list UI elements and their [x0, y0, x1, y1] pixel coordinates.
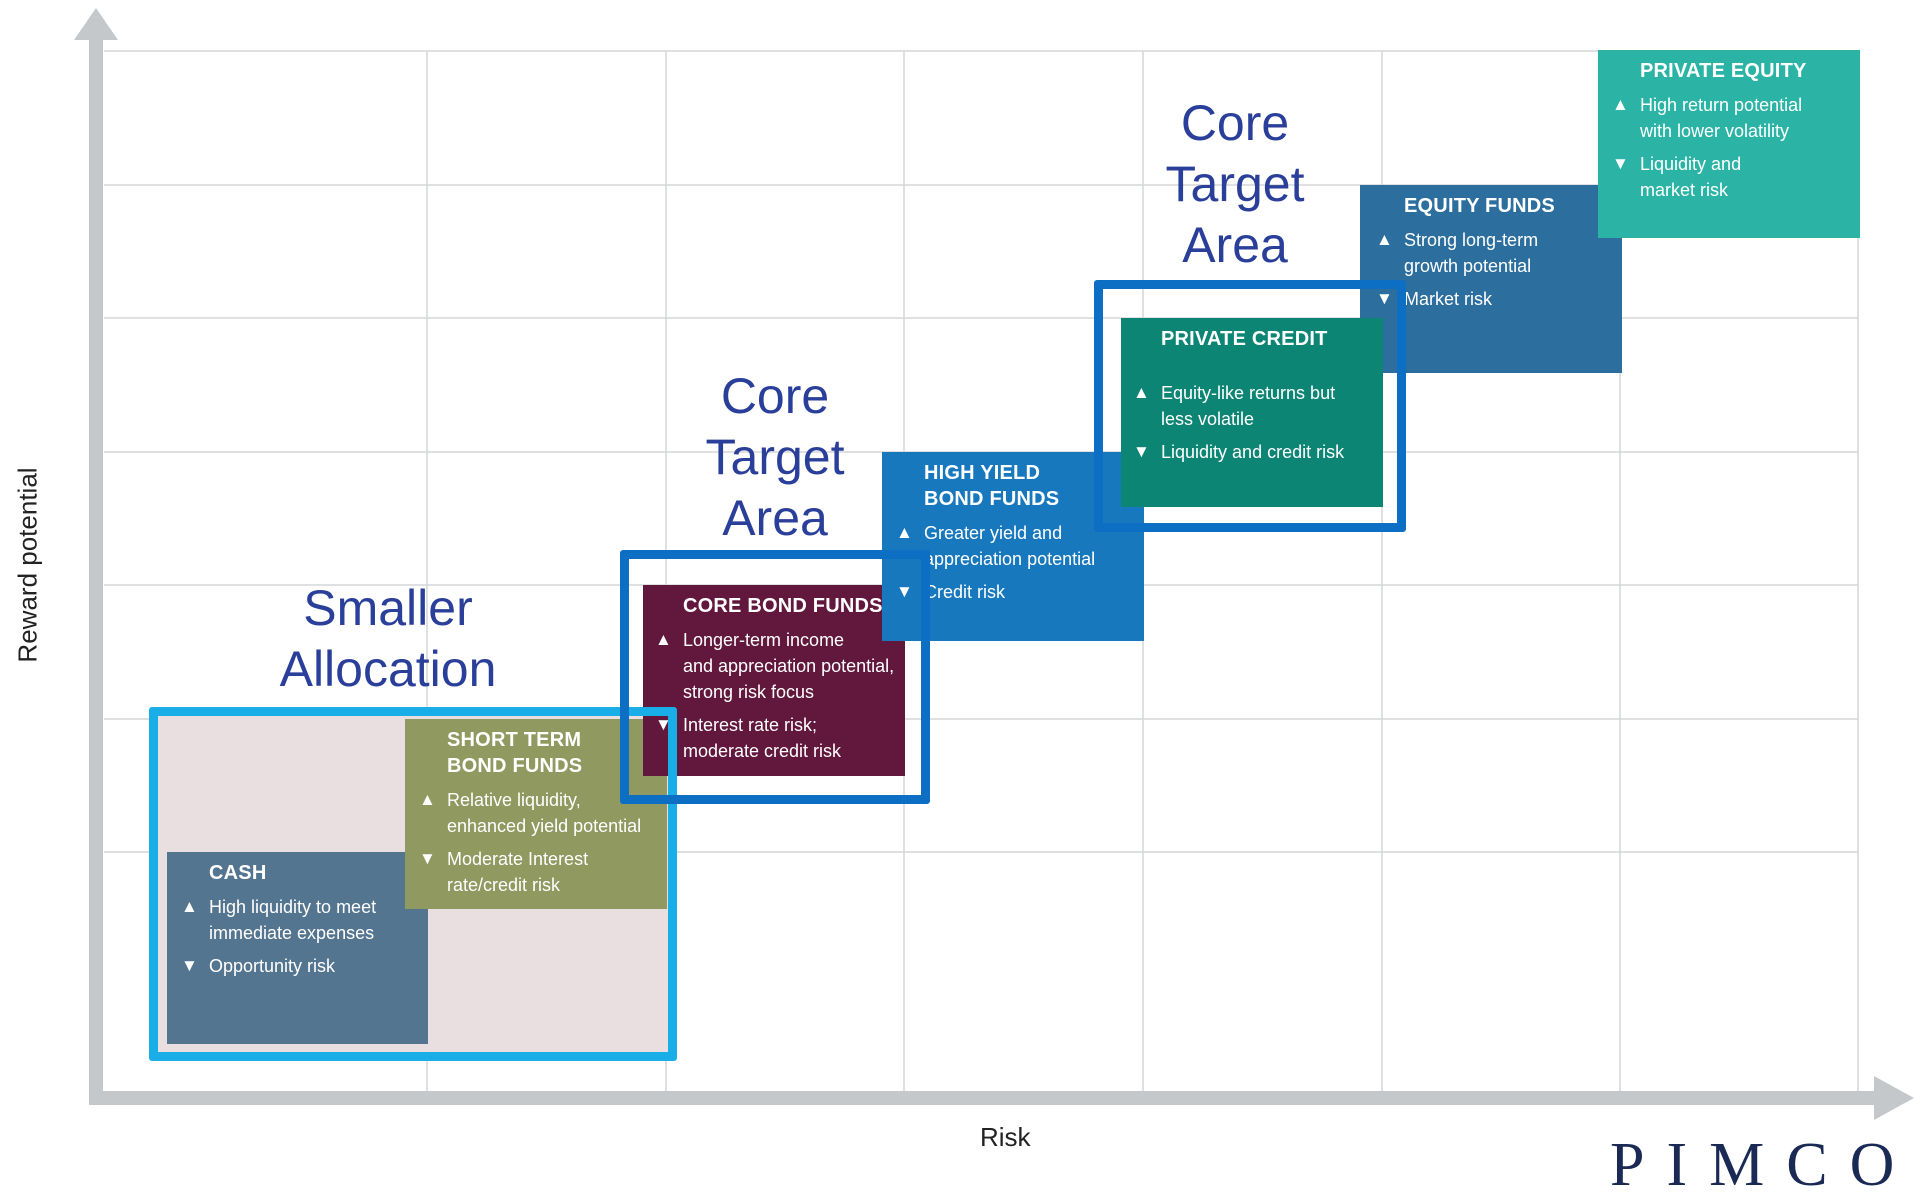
y-axis	[74, 8, 118, 1103]
risk-reward-diagram: CASH ▲ High liquidity to meet immediate …	[12, 8, 1914, 1199]
core-bond-benefit-line3: strong risk focus	[683, 682, 815, 702]
core-bond-risk-line1: Interest rate risk;	[683, 715, 818, 735]
private-equity-title: PRIVATE EQUITY	[1640, 60, 1807, 82]
smaller-allocation-label: Smaller Allocation	[238, 578, 538, 700]
up-triangle-icon: ▲	[1612, 95, 1629, 114]
core-target-right-line2: Target	[1165, 156, 1305, 212]
smaller-allocation-label-line2: Allocation	[279, 641, 497, 697]
cash-title: CASH	[209, 862, 267, 884]
smaller-allocation-frame	[149, 707, 677, 1061]
down-triangle-icon: ▼	[1612, 154, 1629, 173]
up-triangle-icon: ▲	[655, 630, 672, 649]
core-target-label-left: Core Target Area	[655, 366, 895, 549]
core-target-label-right: Core Target Area	[1115, 93, 1355, 276]
pimco-logo: PIMCO	[1610, 1131, 1914, 1199]
private-credit-benefit-line1: Equity-like returns but	[1161, 383, 1336, 403]
private-credit-title: PRIVATE CREDIT	[1161, 328, 1328, 350]
short-term-risk-line2: rate/credit risk	[447, 875, 561, 895]
equity-benefit-line1: Strong long-term	[1404, 230, 1539, 250]
cash-risk-line1: Opportunity risk	[209, 956, 336, 976]
private-credit-risk-line1: Liquidity and credit risk	[1161, 442, 1345, 462]
cash-benefit-line2: immediate expenses	[209, 923, 375, 943]
short-term-risk-line1: Moderate Interest	[447, 849, 589, 869]
short-term-title-line1: SHORT TERM	[447, 729, 582, 751]
high-yield-title-line2: BOND FUNDS	[924, 488, 1060, 510]
equity-title: EQUITY FUNDS	[1404, 195, 1555, 217]
short-term-benefit-line2: enhanced yield potential	[447, 816, 642, 836]
smaller-allocation-label-line1: Smaller	[303, 580, 473, 636]
core-target-left-line3: Area	[722, 490, 828, 546]
core-target-right-line1: Core	[1180, 95, 1290, 151]
private-equity-benefit-line2: with lower volatility	[1640, 121, 1790, 141]
down-triangle-icon: ▼	[1376, 289, 1393, 308]
equity-risk-line1: Market risk	[1404, 289, 1493, 309]
down-triangle-icon: ▼	[896, 582, 913, 601]
short-term-benefit-line1: Relative liquidity,	[447, 790, 581, 810]
core-bond-benefit-line2: and appreciation potential,	[683, 656, 895, 676]
private-equity-box: PRIVATE EQUITY ▲ High return potential w…	[1598, 50, 1860, 238]
high-yield-benefit-line2: appreciation potential	[924, 549, 1096, 569]
cash-box: CASH ▲ High liquidity to meet immediate …	[167, 852, 428, 1044]
high-yield-risk-line1: Credit risk	[924, 582, 1006, 602]
core-bond-title: CORE BOND FUNDS	[683, 595, 883, 617]
core-bond-box: CORE BOND FUNDS ▲ Longer-term income and…	[643, 585, 905, 776]
down-triangle-icon: ▼	[181, 956, 198, 975]
x-axis-label: Risk	[980, 1122, 1031, 1152]
core-target-frame-left	[620, 550, 930, 804]
up-triangle-icon: ▲	[896, 523, 913, 542]
core-bond-benefit-line1: Longer-term income	[683, 630, 845, 650]
core-target-frame-right	[1094, 280, 1406, 532]
core-target-right-line3: Area	[1182, 217, 1288, 273]
y-axis-label: Reward potential	[12, 467, 43, 663]
private-equity-risk-line1: Liquidity and	[1640, 154, 1742, 174]
private-credit-benefit-line2: less volatile	[1161, 409, 1255, 429]
up-triangle-icon: ▲	[419, 790, 436, 809]
high-yield-benefit-line1: Greater yield and	[924, 523, 1063, 543]
core-bond-risk-line2: moderate credit risk	[683, 741, 842, 761]
high-yield-title-line1: HIGH YIELD	[924, 462, 1041, 484]
cash-benefit-line1: High liquidity to meet	[209, 897, 377, 917]
core-target-left-line2: Target	[705, 429, 845, 485]
x-axis	[89, 1076, 1914, 1120]
private-equity-benefit-line1: High return potential	[1640, 95, 1803, 115]
up-triangle-icon: ▲	[1133, 383, 1150, 402]
down-triangle-icon: ▼	[655, 715, 672, 734]
private-equity-risk-line2: market risk	[1640, 180, 1729, 200]
up-triangle-icon: ▲	[181, 897, 198, 916]
short-term-title-line2: BOND FUNDS	[447, 755, 583, 777]
up-triangle-icon: ▲	[1376, 230, 1393, 249]
down-triangle-icon: ▼	[1133, 442, 1150, 461]
equity-benefit-line2: growth potential	[1404, 256, 1532, 276]
down-triangle-icon: ▼	[419, 849, 436, 868]
private-credit-box: PRIVATE CREDIT ▲ Equity-like returns but…	[1121, 318, 1383, 507]
core-target-left-line1: Core	[720, 368, 830, 424]
